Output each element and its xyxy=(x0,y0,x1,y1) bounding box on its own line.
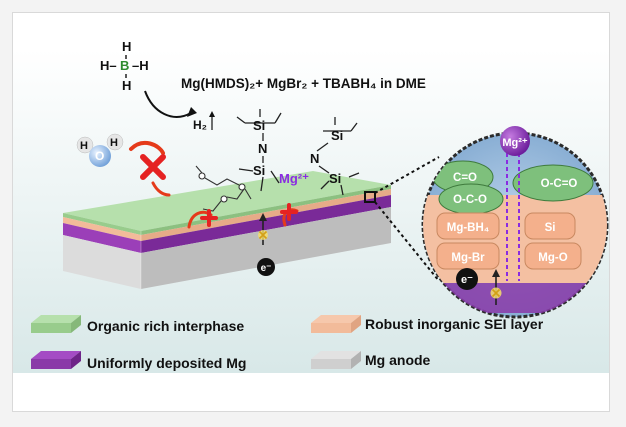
small-cross-icons xyxy=(200,203,298,227)
svg-text:Si: Si xyxy=(253,163,265,178)
svg-text:Uniformly deposited Mg: Uniformly deposited Mg xyxy=(87,355,246,371)
layer-stack xyxy=(63,171,391,289)
zoom-connector-lines xyxy=(374,156,440,282)
organic-top-face xyxy=(63,171,391,231)
label-si: Si xyxy=(545,222,556,234)
h2-label: H₂ xyxy=(193,118,207,132)
svg-text:e⁻: e⁻ xyxy=(261,263,272,274)
blocked-electron-arrow xyxy=(258,213,268,245)
hmds-right: Si N Si xyxy=(310,117,360,196)
h2-release-arrow xyxy=(144,90,192,118)
mg-ion-label: Mg²⁺ xyxy=(279,171,309,186)
hmds-left: Si N Si xyxy=(236,109,282,192)
label-c-o: C=O xyxy=(453,172,477,184)
svg-text:Organic rich interphase: Organic rich interphase xyxy=(87,318,244,334)
electron-marker: e⁻ xyxy=(257,258,275,276)
water-molecule: H H O xyxy=(76,133,124,167)
zoom-selection-box xyxy=(364,191,376,203)
svg-text:B: B xyxy=(120,58,129,73)
svg-text:H: H xyxy=(110,137,118,149)
svg-text:Si: Si xyxy=(253,118,265,133)
water-blocked-arrow xyxy=(129,140,165,155)
svg-text:H: H xyxy=(122,78,131,93)
reagents-title: Mg(HMDS)₂+ MgBr₂ + TBABH₄ in DME xyxy=(181,76,426,91)
label-mg-br: Mg-Br xyxy=(451,252,485,264)
mg-ion-ball xyxy=(500,126,530,156)
dme-molecule xyxy=(195,165,252,212)
zoom-inset: Mg²⁺ C=O O-C-O O-C=O Mg-BH₄ Si Mg-Br Mg-… xyxy=(421,126,609,319)
svg-text:–H: –H xyxy=(132,58,149,73)
svg-text:N: N xyxy=(310,151,319,166)
borohydride-molecule: H H– B –H H xyxy=(100,39,149,93)
schematic: e⁻ H H– B –H H H₂ Mg(HMDS)₂+ Mg xyxy=(13,39,609,373)
svg-text:H–: H– xyxy=(100,58,117,73)
svg-text:N: N xyxy=(258,141,267,156)
svg-text:Mg anode: Mg anode xyxy=(365,352,431,368)
organic-layer xyxy=(63,213,141,235)
red-cross-icon xyxy=(140,154,166,180)
legend-item-organic: Organic rich interphase xyxy=(31,315,244,334)
svg-text:O: O xyxy=(95,149,104,163)
legend: Organic rich interphase Robust inorganic… xyxy=(31,315,544,371)
mg-anode-layer xyxy=(63,235,141,289)
label-o-c-o: O-C-O xyxy=(453,194,487,206)
label-mg-o: Mg-O xyxy=(538,252,567,264)
legend-item-mg-deposit: Uniformly deposited Mg xyxy=(31,351,246,371)
figure-card: e⁻ H H– B –H H H₂ Mg(HMDS)₂+ Mg xyxy=(12,12,610,412)
svg-text:Si: Si xyxy=(329,171,341,186)
label-o-c-double-o: O-C=O xyxy=(541,178,578,190)
svg-text:H: H xyxy=(80,140,88,152)
mg-deposit-layer xyxy=(63,223,141,253)
svg-text:Mg²⁺: Mg²⁺ xyxy=(502,137,528,149)
label-mg-bh4: Mg-BH₄ xyxy=(447,222,490,234)
zoom-electron xyxy=(456,268,478,290)
legend-item-mg-anode: Mg anode xyxy=(311,351,431,369)
svg-text:Robust inorganic SEI layer: Robust inorganic SEI layer xyxy=(365,316,544,332)
inorganic-layer xyxy=(63,217,141,241)
svg-text:H: H xyxy=(122,39,131,54)
legend-item-inorganic: Robust inorganic SEI layer xyxy=(311,315,544,333)
svg-text:e⁻: e⁻ xyxy=(461,274,473,286)
svg-text:Si: Si xyxy=(331,128,343,143)
